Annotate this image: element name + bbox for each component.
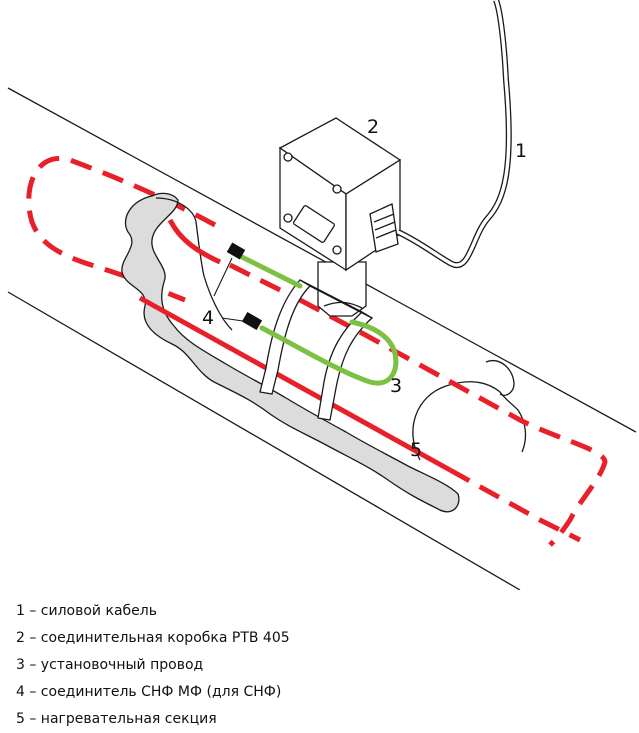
callout-2: 2 [367,116,379,138]
installation-wire [237,253,399,386]
heating-section-left-loop [26,155,217,303]
legend-item-connector: 4 – соединитель СНФ МФ (для СНФ) [16,684,282,700]
pipe-end-ellipse [485,359,515,396]
heating-section-solid [138,295,452,473]
pipe [7,87,637,590]
heating-section-mid-dashed [228,262,302,303]
legend-item-power-cable: 1 – силовой кабель [16,603,157,619]
legend: 1 – силовой кабель 2 – соединительная ко… [16,598,290,733]
heating-section-right-loop [298,297,608,547]
cable-gland [369,203,399,253]
power-cable [396,0,512,269]
connector-pair [226,242,263,331]
heating-section-upper [167,218,222,265]
hose-clamps [259,279,374,421]
pipe-clamp-left [155,197,233,331]
power-cable-core [397,0,511,267]
legend-item-heating-section: 5 – нагревательная секция [16,711,217,727]
leader-lines [213,257,244,322]
insulation-layer [121,192,460,513]
pipe-heating-diagram: 1 2 3 4 5 [7,0,637,590]
callout-1: 1 [515,140,527,162]
callout-5: 5 [410,439,422,461]
heating-section-right-dashed [448,467,582,543]
callout-3: 3 [390,375,402,397]
legend-item-junction-box: 2 – соединительная коробка PTB 405 [16,630,290,646]
callout-4: 4 [202,307,214,329]
legend-item-installation-wire: 3 – установочный провод [16,657,204,673]
mounting-bracket [317,261,367,317]
